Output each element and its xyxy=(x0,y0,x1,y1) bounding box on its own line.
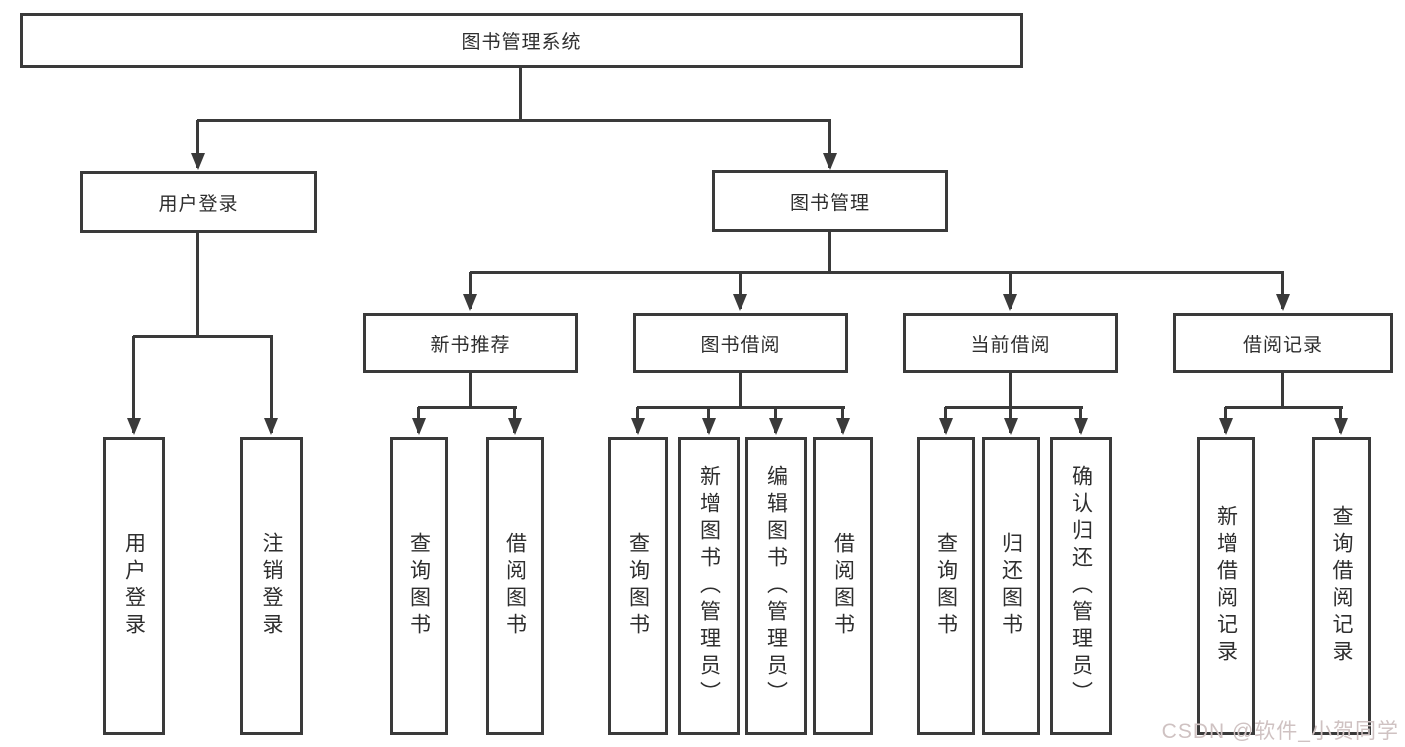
connector-line xyxy=(196,233,199,337)
connector-line xyxy=(945,406,1083,409)
node-logout: 注销登录 xyxy=(240,437,303,735)
node-book-management: 图书管理 xyxy=(712,170,948,232)
connector-line xyxy=(418,406,517,409)
node-newbook-borrow-label: 借阅图书 xyxy=(503,532,527,640)
connector-line xyxy=(828,120,831,168)
connector-line xyxy=(637,406,845,409)
node-book-management-label: 图书管理 xyxy=(789,192,870,214)
node-root-label: 图书管理系统 xyxy=(461,32,582,53)
connector-line xyxy=(1009,272,1012,309)
node-borrow-records: 借阅记录 xyxy=(1173,313,1393,373)
node-current-confirm-admin-label: 确认归还（管理员） xyxy=(1069,464,1093,708)
connector-line xyxy=(739,272,742,309)
node-user-login: 用户登录 xyxy=(80,171,317,233)
connector-line xyxy=(519,68,522,120)
arrow-down-icon xyxy=(412,418,426,435)
connector-line xyxy=(828,232,831,273)
node-book-borrowing: 图书借阅 xyxy=(633,313,848,373)
node-borrowing-query: 查询图书 xyxy=(608,437,668,735)
node-borrowing-edit-admin: 编辑图书（管理员） xyxy=(745,437,807,735)
node-current-query: 查询图书 xyxy=(917,437,975,735)
connector-line xyxy=(133,335,273,338)
arrow-down-icon xyxy=(463,294,477,311)
arrow-down-icon xyxy=(631,418,645,435)
node-current-return: 归还图书 xyxy=(982,437,1040,735)
arrow-down-icon xyxy=(127,418,141,435)
arrow-down-icon xyxy=(1004,418,1018,435)
node-records-add-label: 新增借阅记录 xyxy=(1214,505,1238,667)
connector-line xyxy=(739,373,742,408)
node-newbook-query: 查询图书 xyxy=(390,437,448,735)
node-current-borrowing-label: 当前借阅 xyxy=(970,334,1051,356)
connector-line xyxy=(197,119,831,122)
node-borrowing-edit-admin-label: 编辑图书（管理员） xyxy=(764,464,788,708)
connector-line xyxy=(196,120,199,168)
connector-line xyxy=(469,272,472,309)
arrow-down-icon xyxy=(191,153,205,170)
connector-line xyxy=(1281,272,1284,309)
node-borrowing-query-label: 查询图书 xyxy=(626,532,650,640)
node-current-query-label: 查询图书 xyxy=(934,532,958,640)
node-borrowing-borrow-label: 借阅图书 xyxy=(831,532,855,640)
connector-line xyxy=(1009,373,1012,408)
arrow-down-icon xyxy=(836,418,850,435)
connector-line xyxy=(1225,406,1343,409)
node-login: 用户登录 xyxy=(103,437,165,735)
arrow-down-icon xyxy=(702,418,716,435)
node-current-return-label: 归还图书 xyxy=(999,532,1023,640)
connector-line xyxy=(470,271,1284,274)
arrow-down-icon xyxy=(1334,418,1348,435)
node-logout-label: 注销登录 xyxy=(260,532,283,640)
arrow-down-icon xyxy=(733,294,747,311)
node-records-query: 查询借阅记录 xyxy=(1312,437,1371,735)
watermark: CSDN @软件_小贺同学 xyxy=(1161,720,1399,743)
node-new-book-recommend: 新书推荐 xyxy=(363,313,578,373)
node-borrowing-add-admin: 新增图书（管理员） xyxy=(678,437,740,735)
node-current-confirm-admin: 确认归还（管理员） xyxy=(1050,437,1112,735)
node-records-add: 新增借阅记录 xyxy=(1197,437,1255,735)
arrow-down-icon xyxy=(264,418,278,435)
node-borrowing-add-admin-label: 新增图书（管理员） xyxy=(697,464,721,708)
arrow-down-icon xyxy=(1003,294,1017,311)
arrow-down-icon xyxy=(939,418,953,435)
arrow-down-icon xyxy=(1074,418,1088,435)
node-newbook-query-label: 查询图书 xyxy=(407,532,431,640)
arrow-down-icon xyxy=(1276,294,1290,311)
connector-line xyxy=(469,373,472,408)
arrow-down-icon xyxy=(823,153,837,170)
connector-line xyxy=(1281,373,1284,408)
arrow-down-icon xyxy=(1219,418,1233,435)
node-book-borrowing-label: 图书借阅 xyxy=(700,334,781,356)
node-records-query-label: 查询借阅记录 xyxy=(1330,505,1353,667)
node-newbook-borrow: 借阅图书 xyxy=(486,437,544,735)
connector-line xyxy=(270,336,273,433)
arrow-down-icon xyxy=(769,418,783,435)
node-login-label: 用户登录 xyxy=(122,532,146,640)
node-borrow-records-label: 借阅记录 xyxy=(1242,334,1323,356)
arrow-down-icon xyxy=(508,418,522,435)
node-new-book-recommend-label: 新书推荐 xyxy=(430,334,511,356)
node-user-login-label: 用户登录 xyxy=(158,193,239,215)
connector-line xyxy=(132,336,135,433)
node-borrowing-borrow: 借阅图书 xyxy=(813,437,873,735)
node-current-borrowing: 当前借阅 xyxy=(903,313,1118,373)
node-root: 图书管理系统 xyxy=(20,13,1023,68)
